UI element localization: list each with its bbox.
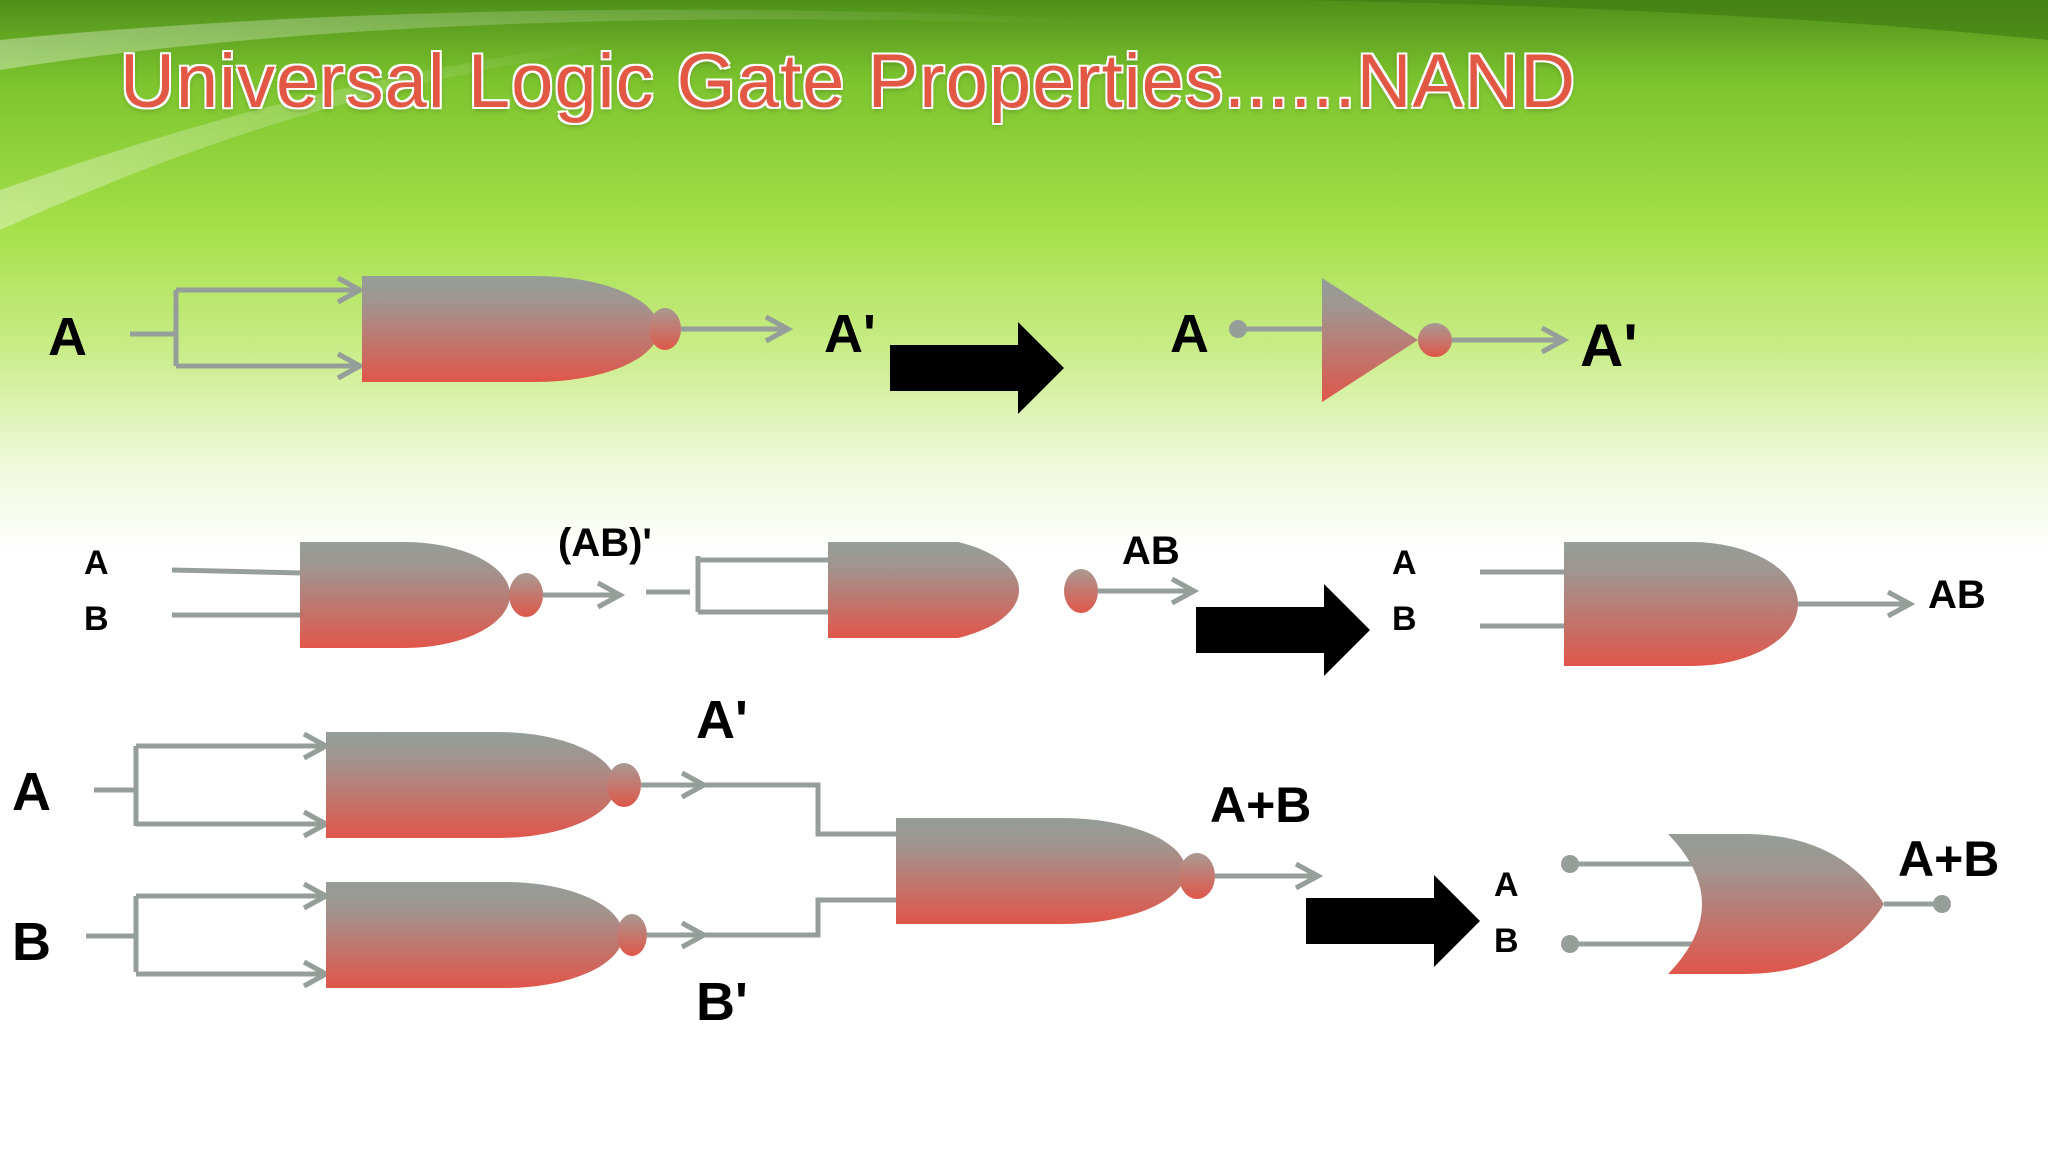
row3-or-gate [1668,834,1884,974]
row1-not-bubble [1418,323,1452,357]
row3-nand-bubble-or [1179,853,1215,899]
row1-nand-bubble [649,308,681,350]
row2-input-a-label: A [84,544,109,582]
row3-nand-gate-a [326,732,616,838]
row1-input-label: A [48,307,87,367]
row3-input-a-label: A [12,762,51,822]
row1-nand-gate [362,276,659,382]
row2-nand-as-and: A B (AB)' AB A B AB [84,521,1986,676]
row2-and-output-arrowhead [1886,589,1916,619]
row2-nand-bubble-2 [1064,569,1098,613]
row2-intermediate-label: (AB)' [558,521,652,565]
row3-transform-arrow [1306,875,1480,967]
row3-input-b-arrowheads [302,881,332,989]
row3-a-prime-wire [641,782,898,837]
row3-nand-gate-b [326,882,623,988]
row2-output-arrowhead [1170,576,1200,606]
row3-b-prime-arrowhead [680,920,710,950]
row2-transform-arrow [1196,584,1370,676]
row3-or-input-wires [1570,861,1696,947]
row3-input-a-arrowheads [302,731,332,839]
row1-not-gate [1322,278,1418,402]
row1-not-output-label: A' [1580,312,1638,379]
row2-input-b-label: B [84,600,109,638]
row3-a-inverted-label: A' [696,690,748,750]
row1-nand-output-label: A' [824,304,876,364]
row2-and-input-b-label: B [1392,600,1417,638]
row1-input-wire [130,287,360,369]
row2-intermediate-arrowhead [596,580,626,610]
row2-and-output-label: AB [1928,573,1986,617]
row3-a-prime-arrowhead [680,770,710,800]
row3-input-a-wires [94,743,326,827]
row3-nand-bubble-b [617,914,647,956]
row2-input-wires [171,567,303,618]
row3-or-output-label: A+B [1898,831,1999,887]
row2-and-input-a-label: A [1392,544,1417,582]
row2-and-input-wires [1480,569,1566,629]
row3-nand-gate-or [896,818,1186,924]
row3-b-prime-wire [647,897,898,938]
row3-input-b-wires [86,893,326,977]
row2-nand-output-label: AB [1122,529,1180,573]
row3-nand-as-or: A B A' B' A+B A B A+B [12,690,1999,1032]
row3-nand-bubble-a [607,763,641,807]
row3-output-arrowhead [1294,861,1324,891]
row2-nand-bubble-1 [509,573,543,617]
row3-nand-output-label: A+B [1210,777,1311,833]
row2-and-gate [1564,542,1798,666]
row2-nand-gate-1 [300,542,510,648]
row2-nand-gate-2 [828,542,1020,638]
row1-nand-as-not: A A' A A' [48,275,1638,414]
row3-input-b-label: B [12,912,51,972]
row1-not-output-arrowhead [1540,325,1570,355]
row1-input-arrowhead [336,275,366,381]
row1-not-input-label: A [1170,304,1209,364]
row3-or-input-a-label: A [1494,866,1519,904]
row1-output-arrowhead [764,314,794,344]
slide-title: Universal Logic Gate Properties......NAN… [120,39,1576,124]
row3-or-input-b-label: B [1494,922,1519,960]
row1-transform-arrow [890,322,1064,414]
row2-tie-wire [646,556,830,615]
row3-or-output-terminal [1933,895,1951,913]
row3-b-inverted-label: B' [696,972,748,1032]
